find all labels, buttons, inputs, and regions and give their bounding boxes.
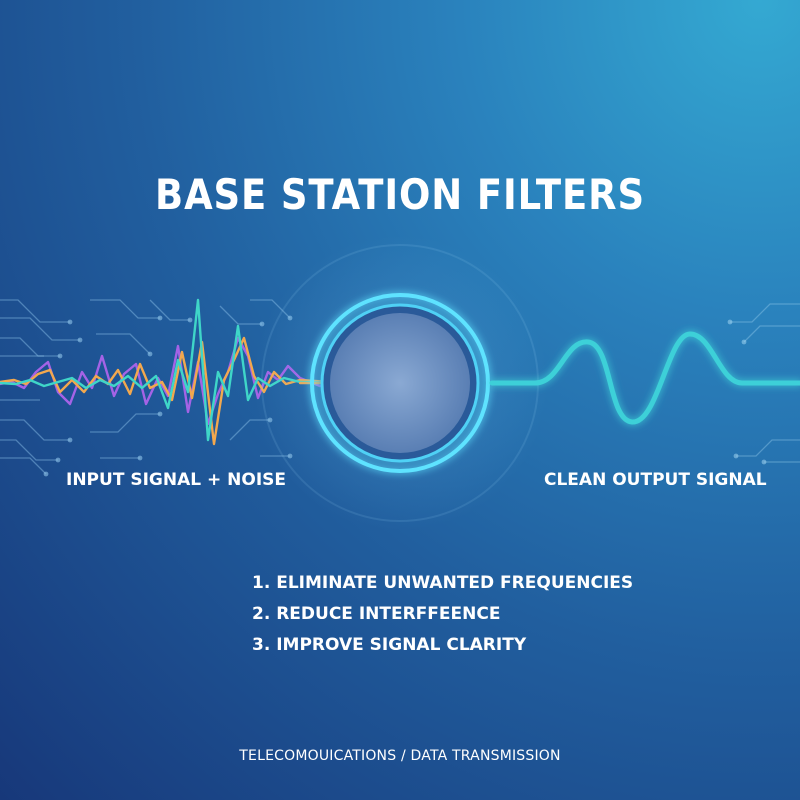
benefits-list: 1. ELIMINATE UNWANTED FREQUENCIES 2. RED… <box>252 568 633 661</box>
filter-ring-icon <box>252 235 548 531</box>
benefit-item: 3. IMPROVE SIGNAL CLARITY <box>252 635 527 655</box>
circuit-traces-left <box>0 299 291 475</box>
footer-caption: TELECOMOUICATIONS / DATA TRANSMISSION <box>239 748 561 764</box>
circuit-traces-right <box>730 303 800 463</box>
output-clean-wave <box>489 331 800 425</box>
page-title: BASE STATION FILTERS <box>155 170 645 219</box>
output-signal-label: CLEAN OUTPUT SIGNAL <box>544 470 767 490</box>
benefit-item: 2. REDUCE INTERFFEENCE <box>252 604 501 624</box>
circuit-nodes-right <box>727 319 767 465</box>
input-signal-label: INPUT SIGNAL + NOISE <box>66 470 287 490</box>
benefit-item: 1. ELIMINATE UNWANTED FREQUENCIES <box>252 573 634 593</box>
